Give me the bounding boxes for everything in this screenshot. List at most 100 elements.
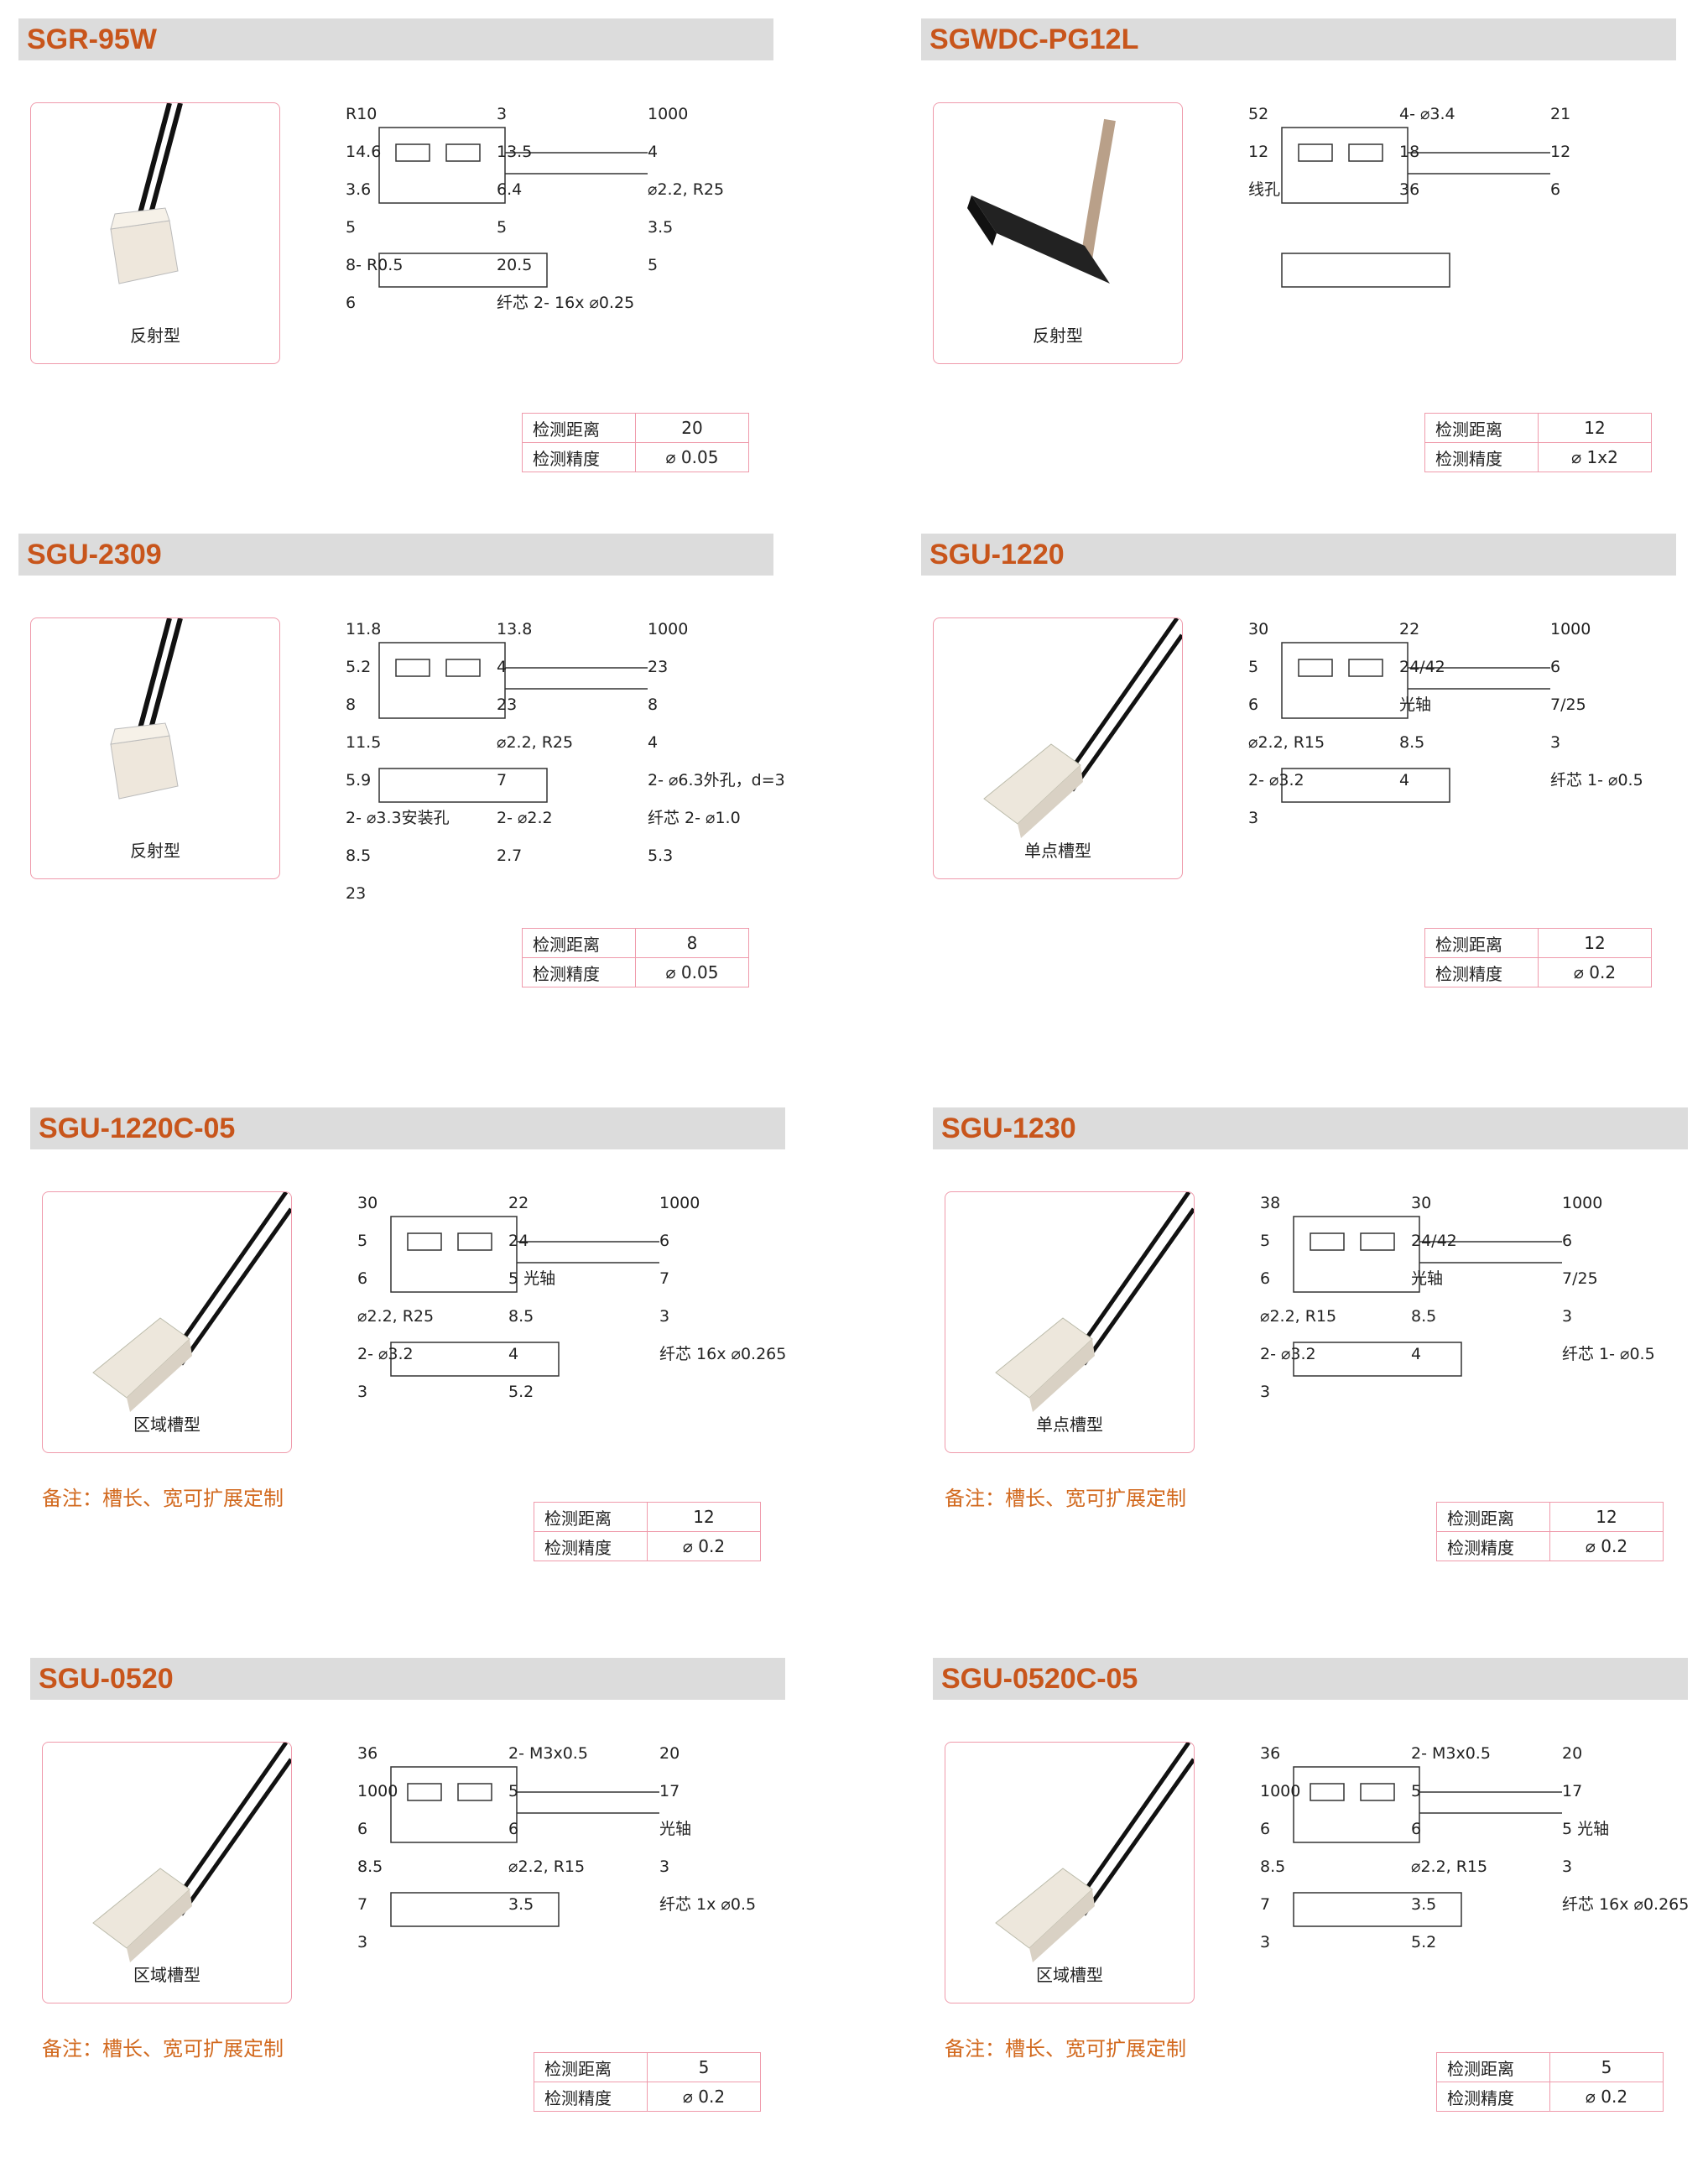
dimension-label: 38 <box>1260 1194 1280 1212</box>
dimension-label: 4 <box>497 658 507 676</box>
dimension-label: 5.2 <box>508 1383 534 1401</box>
spec-label: 检测距离 <box>1436 2052 1550 2082</box>
model-name: SGU-0520 <box>39 1663 174 1695</box>
dimension-label: 3 <box>1260 1383 1270 1401</box>
dimension-label: 17 <box>659 1782 680 1800</box>
sensor-type-label: 区域槽型 <box>133 1415 200 1435</box>
dimension-label: 8.5 <box>1260 1858 1285 1876</box>
sensor-type-label: 单点槽型 <box>1024 841 1091 861</box>
dimension-label: 3 <box>1562 1307 1572 1326</box>
dimension-label: 7 <box>497 771 507 789</box>
dimension-label: 5 <box>508 1782 518 1800</box>
dimension-label: 5.2 <box>346 658 371 676</box>
dimension-label: 3.5 <box>1411 1895 1436 1914</box>
customization-note: 备注：槽长、宽可扩展定制 <box>42 2037 284 2061</box>
dimension-label: 36 <box>1399 180 1419 199</box>
dimension-label: 6 <box>1248 696 1258 714</box>
dimension-label: 24/42 <box>1399 658 1445 676</box>
sensor-type-label: 反射型 <box>130 841 180 861</box>
spec-value: ⌀ 0.05 <box>635 957 749 987</box>
dimension-label: 6.4 <box>497 180 522 199</box>
dimension-label: 3 <box>357 1383 367 1401</box>
dimension-label: 8 <box>346 696 356 714</box>
dimension-label: 6 <box>1260 1269 1270 1288</box>
dimension-label: 23 <box>648 658 668 676</box>
spec-row: 检测精度⌀ 0.2 <box>1424 957 1652 987</box>
dimension-label: 3 <box>357 1933 367 1951</box>
model-name: SGU-2309 <box>27 539 162 571</box>
dimension-label: 5 <box>1248 658 1258 676</box>
dimension-label: 6 <box>1550 658 1560 676</box>
dimension-label: 23 <box>497 696 517 714</box>
spec-value: 12 <box>1538 413 1652 443</box>
dimension-label: 2- ⌀3.2 <box>1260 1345 1316 1363</box>
dimension-label: 2- M3x0.5 <box>508 1744 588 1763</box>
spec-row: 检测精度⌀ 0.2 <box>1436 1531 1664 1561</box>
dimension-label: 1000 <box>648 620 688 638</box>
model-name: SGU-0520C-05 <box>941 1663 1138 1695</box>
dimension-label: 1000 <box>357 1782 398 1800</box>
dimension-label: 7 <box>357 1895 367 1914</box>
dimension-label: 20 <box>1562 1744 1582 1763</box>
product-photo: 反射型 <box>933 102 1183 364</box>
dimension-label: 纤芯 16x ⌀0.265 <box>1562 1895 1689 1914</box>
dimension-label: 线孔 <box>1248 180 1280 199</box>
dimension-label: 4 <box>1399 771 1409 789</box>
spec-row: 检测精度⌀ 0.2 <box>534 2082 761 2112</box>
spec-row: 检测精度⌀ 1x2 <box>1424 442 1652 472</box>
model-header: SGU-1220C-05 <box>30 1107 785 1149</box>
spec-value: 8 <box>635 928 749 958</box>
dimension-label: 30 <box>357 1194 378 1212</box>
dimension-label: ⌀2.2, R25 <box>648 180 724 199</box>
dimension-label: 2.7 <box>497 847 522 865</box>
dimension-label: ⌀2.2, R15 <box>508 1858 585 1876</box>
spec-value: ⌀ 0.05 <box>635 442 749 472</box>
dimension-label: 2- ⌀3.3安装孔 <box>346 809 450 827</box>
dimension-label: 纤芯 16x ⌀0.265 <box>659 1345 786 1363</box>
spec-label: 检测精度 <box>1436 1531 1550 1561</box>
spec-value: ⌀ 0.2 <box>1538 957 1652 987</box>
dimension-label: 24 <box>508 1232 529 1250</box>
spec-label: 检测精度 <box>522 442 636 472</box>
dimension-label: 18 <box>1399 143 1419 161</box>
dimension-label: 3 <box>1562 1858 1572 1876</box>
dimension-label: 2- ⌀6.3外孔，d=3 <box>648 771 785 789</box>
dimension-label: 3.5 <box>508 1895 534 1914</box>
dimension-label: 17 <box>1562 1782 1582 1800</box>
dimension-label: 12 <box>1248 143 1268 161</box>
dimension-label: 4 <box>508 1345 518 1363</box>
dimension-label: 13.8 <box>497 620 532 638</box>
sensor-type-label: 区域槽型 <box>133 1965 200 1985</box>
dimension-label: 6 <box>346 294 356 312</box>
product-photo: 单点槽型 <box>933 617 1183 879</box>
product-photo: 区域槽型 <box>42 1191 292 1453</box>
spec-label: 检测距离 <box>1424 413 1539 443</box>
spec-value: 12 <box>1538 928 1652 958</box>
dimension-label: 5 光轴 <box>1562 1820 1609 1838</box>
dimension-label: 13.5 <box>497 143 532 161</box>
spec-row: 检测精度⌀ 0.05 <box>522 442 749 472</box>
dimension-label: 1000 <box>1562 1194 1602 1212</box>
dimension-label: 22 <box>1399 620 1419 638</box>
spec-value: 20 <box>635 413 749 443</box>
dimension-label: 4 <box>648 143 658 161</box>
dimension-label: 1000 <box>648 105 688 123</box>
dimension-label: 6 <box>1550 180 1560 199</box>
spec-label: 检测精度 <box>534 1531 648 1561</box>
dimension-label: 2- M3x0.5 <box>1411 1744 1491 1763</box>
model-header: SGU-0520C-05 <box>933 1658 1688 1700</box>
dimension-label: 5.2 <box>1411 1933 1436 1951</box>
product-photo: 区域槽型 <box>945 1742 1195 2003</box>
product-photo: 反射型 <box>30 617 280 879</box>
dimension-label: 6 <box>508 1820 518 1838</box>
